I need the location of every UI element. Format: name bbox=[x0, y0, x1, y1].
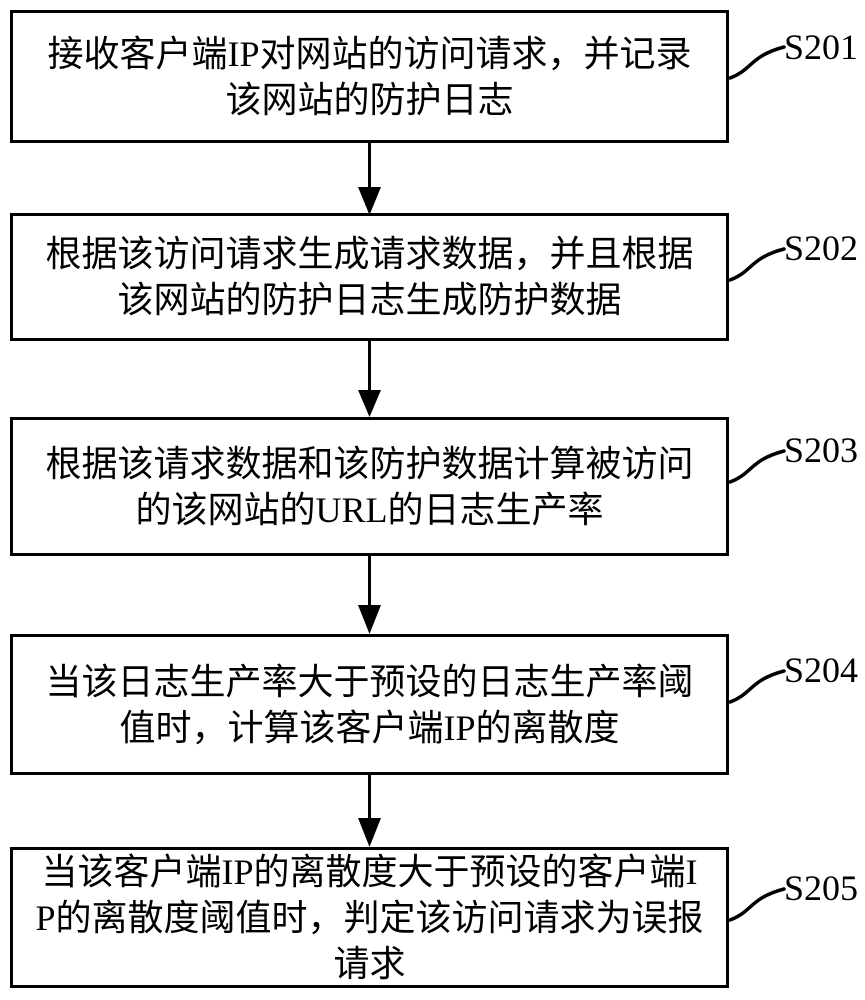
leader-line-s205 bbox=[728, 887, 786, 922]
leader-line-s201 bbox=[728, 45, 786, 80]
step-text-line: 的该网站的URL的日志生产率 bbox=[135, 489, 604, 530]
step-text-line: 该网站的防护日志生成防护数据 bbox=[117, 280, 622, 320]
flow-arrow-3 bbox=[358, 556, 381, 634]
step-text-line: 该网站的防护日志 bbox=[225, 79, 514, 120]
step-label-s203: S203 bbox=[784, 430, 859, 470]
step-text-line: 当该日志生产率大于预设的日志生产率阈 bbox=[45, 661, 694, 702]
flow-step-box-s201: 接收客户端IP对网站的访问请求，并记录 该网站的防护日志 bbox=[10, 10, 729, 143]
flow-step-box-s204: 当该日志生产率大于预设的日志生产率阈 值时，计算该客户端IP的离散度 bbox=[10, 634, 729, 775]
step-text-line: 当该客户端IP的离散度大于预设的客户端I bbox=[41, 851, 698, 892]
flow-arrow-4 bbox=[358, 775, 381, 847]
leader-line-s204 bbox=[728, 669, 786, 704]
step-label-s201: S201 bbox=[784, 27, 859, 67]
leader-line-s203 bbox=[728, 449, 786, 484]
leader-line-s202 bbox=[728, 247, 786, 282]
step-label-s202: S202 bbox=[784, 228, 859, 268]
flow-step-box-s205: 当该客户端IP的离散度大于预设的客户端I P的离散度阈值时，判定该访问请求为误报… bbox=[10, 847, 729, 988]
step-text-line: 请求 bbox=[333, 943, 406, 984]
step-label-s205: S205 bbox=[784, 868, 859, 908]
flow-arrow-1 bbox=[358, 142, 381, 215]
step-text-line: 接收客户端IP对网站的访问请求，并记录 bbox=[47, 33, 692, 74]
flow-arrow-2 bbox=[358, 341, 381, 417]
step-label-s204: S204 bbox=[784, 650, 859, 690]
step-text-line: P的离散度阈值时，判定该访问请求为误报 bbox=[35, 897, 704, 938]
step-text-line: 根据该请求数据和该防护数据计算被访问 bbox=[45, 443, 694, 484]
step-text-line: 值时，计算该客户端IP的离散度 bbox=[119, 707, 620, 748]
flow-step-box-s203: 根据该请求数据和该防护数据计算被访问 的该网站的URL的日志生产率 bbox=[10, 417, 729, 556]
step-text-line: 根据该访问请求生成请求数据，并且根据 bbox=[45, 234, 694, 274]
flow-step-box-s202: 根据该访问请求生成请求数据，并且根据 该网站的防护日志生成防护数据 bbox=[10, 213, 729, 341]
